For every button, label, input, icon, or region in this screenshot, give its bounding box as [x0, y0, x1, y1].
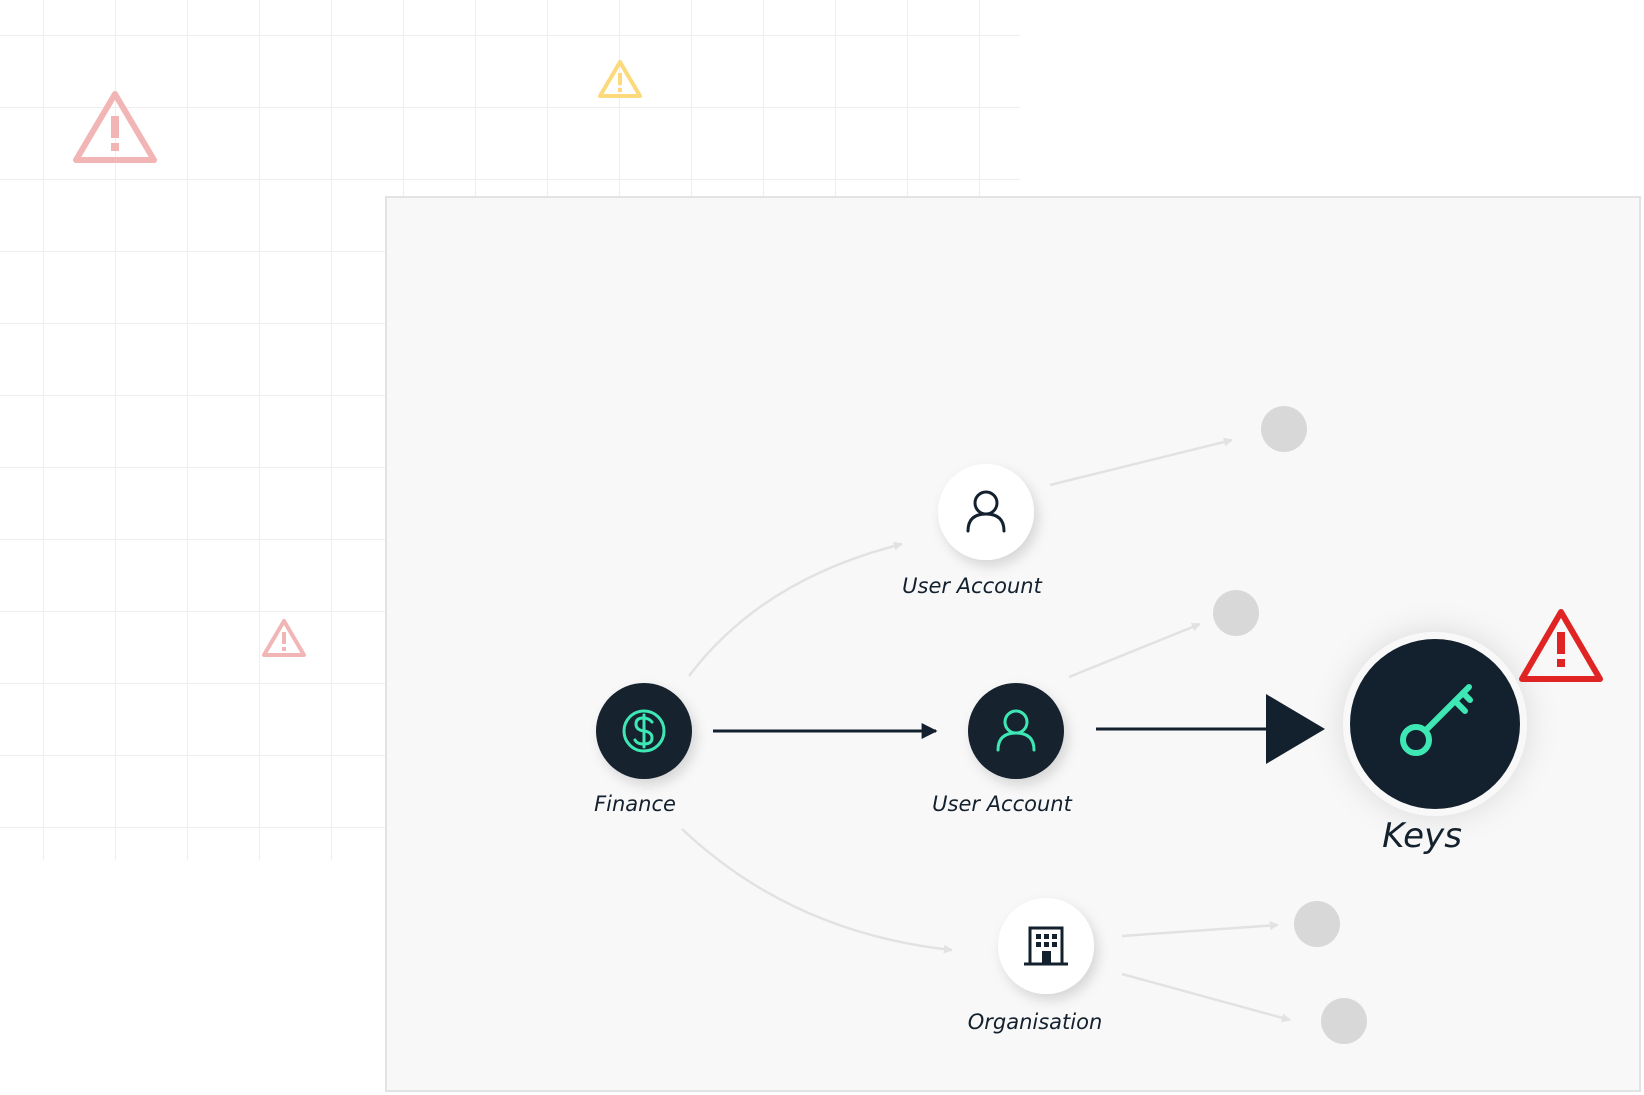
- edge-finance-to-organisation: [681, 828, 953, 954]
- node-label-organisation: Organisation: [967, 1010, 1103, 1034]
- edge-organisation-to-placeholder-upper: [1121, 921, 1279, 938]
- node-user-account-top[interactable]: [938, 464, 1034, 560]
- building-icon: [1024, 926, 1068, 966]
- node-label-finance: Finance: [594, 792, 676, 816]
- attack-path-graph: [596, 406, 1603, 1044]
- node-organisation[interactable]: [998, 898, 1094, 994]
- node-finance[interactable]: [596, 683, 692, 779]
- edge-user-account-top-to-placeholder: [1049, 437, 1233, 487]
- key-icon: [1400, 684, 1473, 756]
- warning-icon: [598, 60, 642, 98]
- warning-icon[interactable]: [1519, 609, 1603, 682]
- user-icon: [966, 490, 1006, 533]
- edge-arrowhead-to-keys: [1266, 694, 1325, 764]
- placeholder-node[interactable]: [1294, 901, 1340, 947]
- placeholder-node[interactable]: [1321, 998, 1367, 1044]
- node-keys[interactable]: [1343, 632, 1527, 816]
- placeholder-node[interactable]: [1261, 406, 1307, 452]
- node-label-keys: Keys: [1382, 816, 1462, 856]
- placeholder-node[interactable]: [1213, 590, 1259, 636]
- edge-organisation-to-placeholder-lower: [1121, 972, 1291, 1023]
- graph-panel: User Account Finance User Account Organi…: [385, 196, 1641, 1092]
- node-label-user-account-mid: User Account: [932, 792, 1072, 816]
- warning-icon: [262, 619, 306, 657]
- node-label-user-account-top: User Account: [902, 574, 1042, 598]
- warning-icon: [73, 91, 157, 163]
- node-user-account-mid[interactable]: [968, 683, 1064, 779]
- edge-user-account-mid-to-placeholder: [1068, 622, 1201, 679]
- edge-finance-to-user-account-top: [688, 541, 903, 677]
- dollar-icon: [622, 709, 666, 753]
- user-icon: [996, 709, 1036, 752]
